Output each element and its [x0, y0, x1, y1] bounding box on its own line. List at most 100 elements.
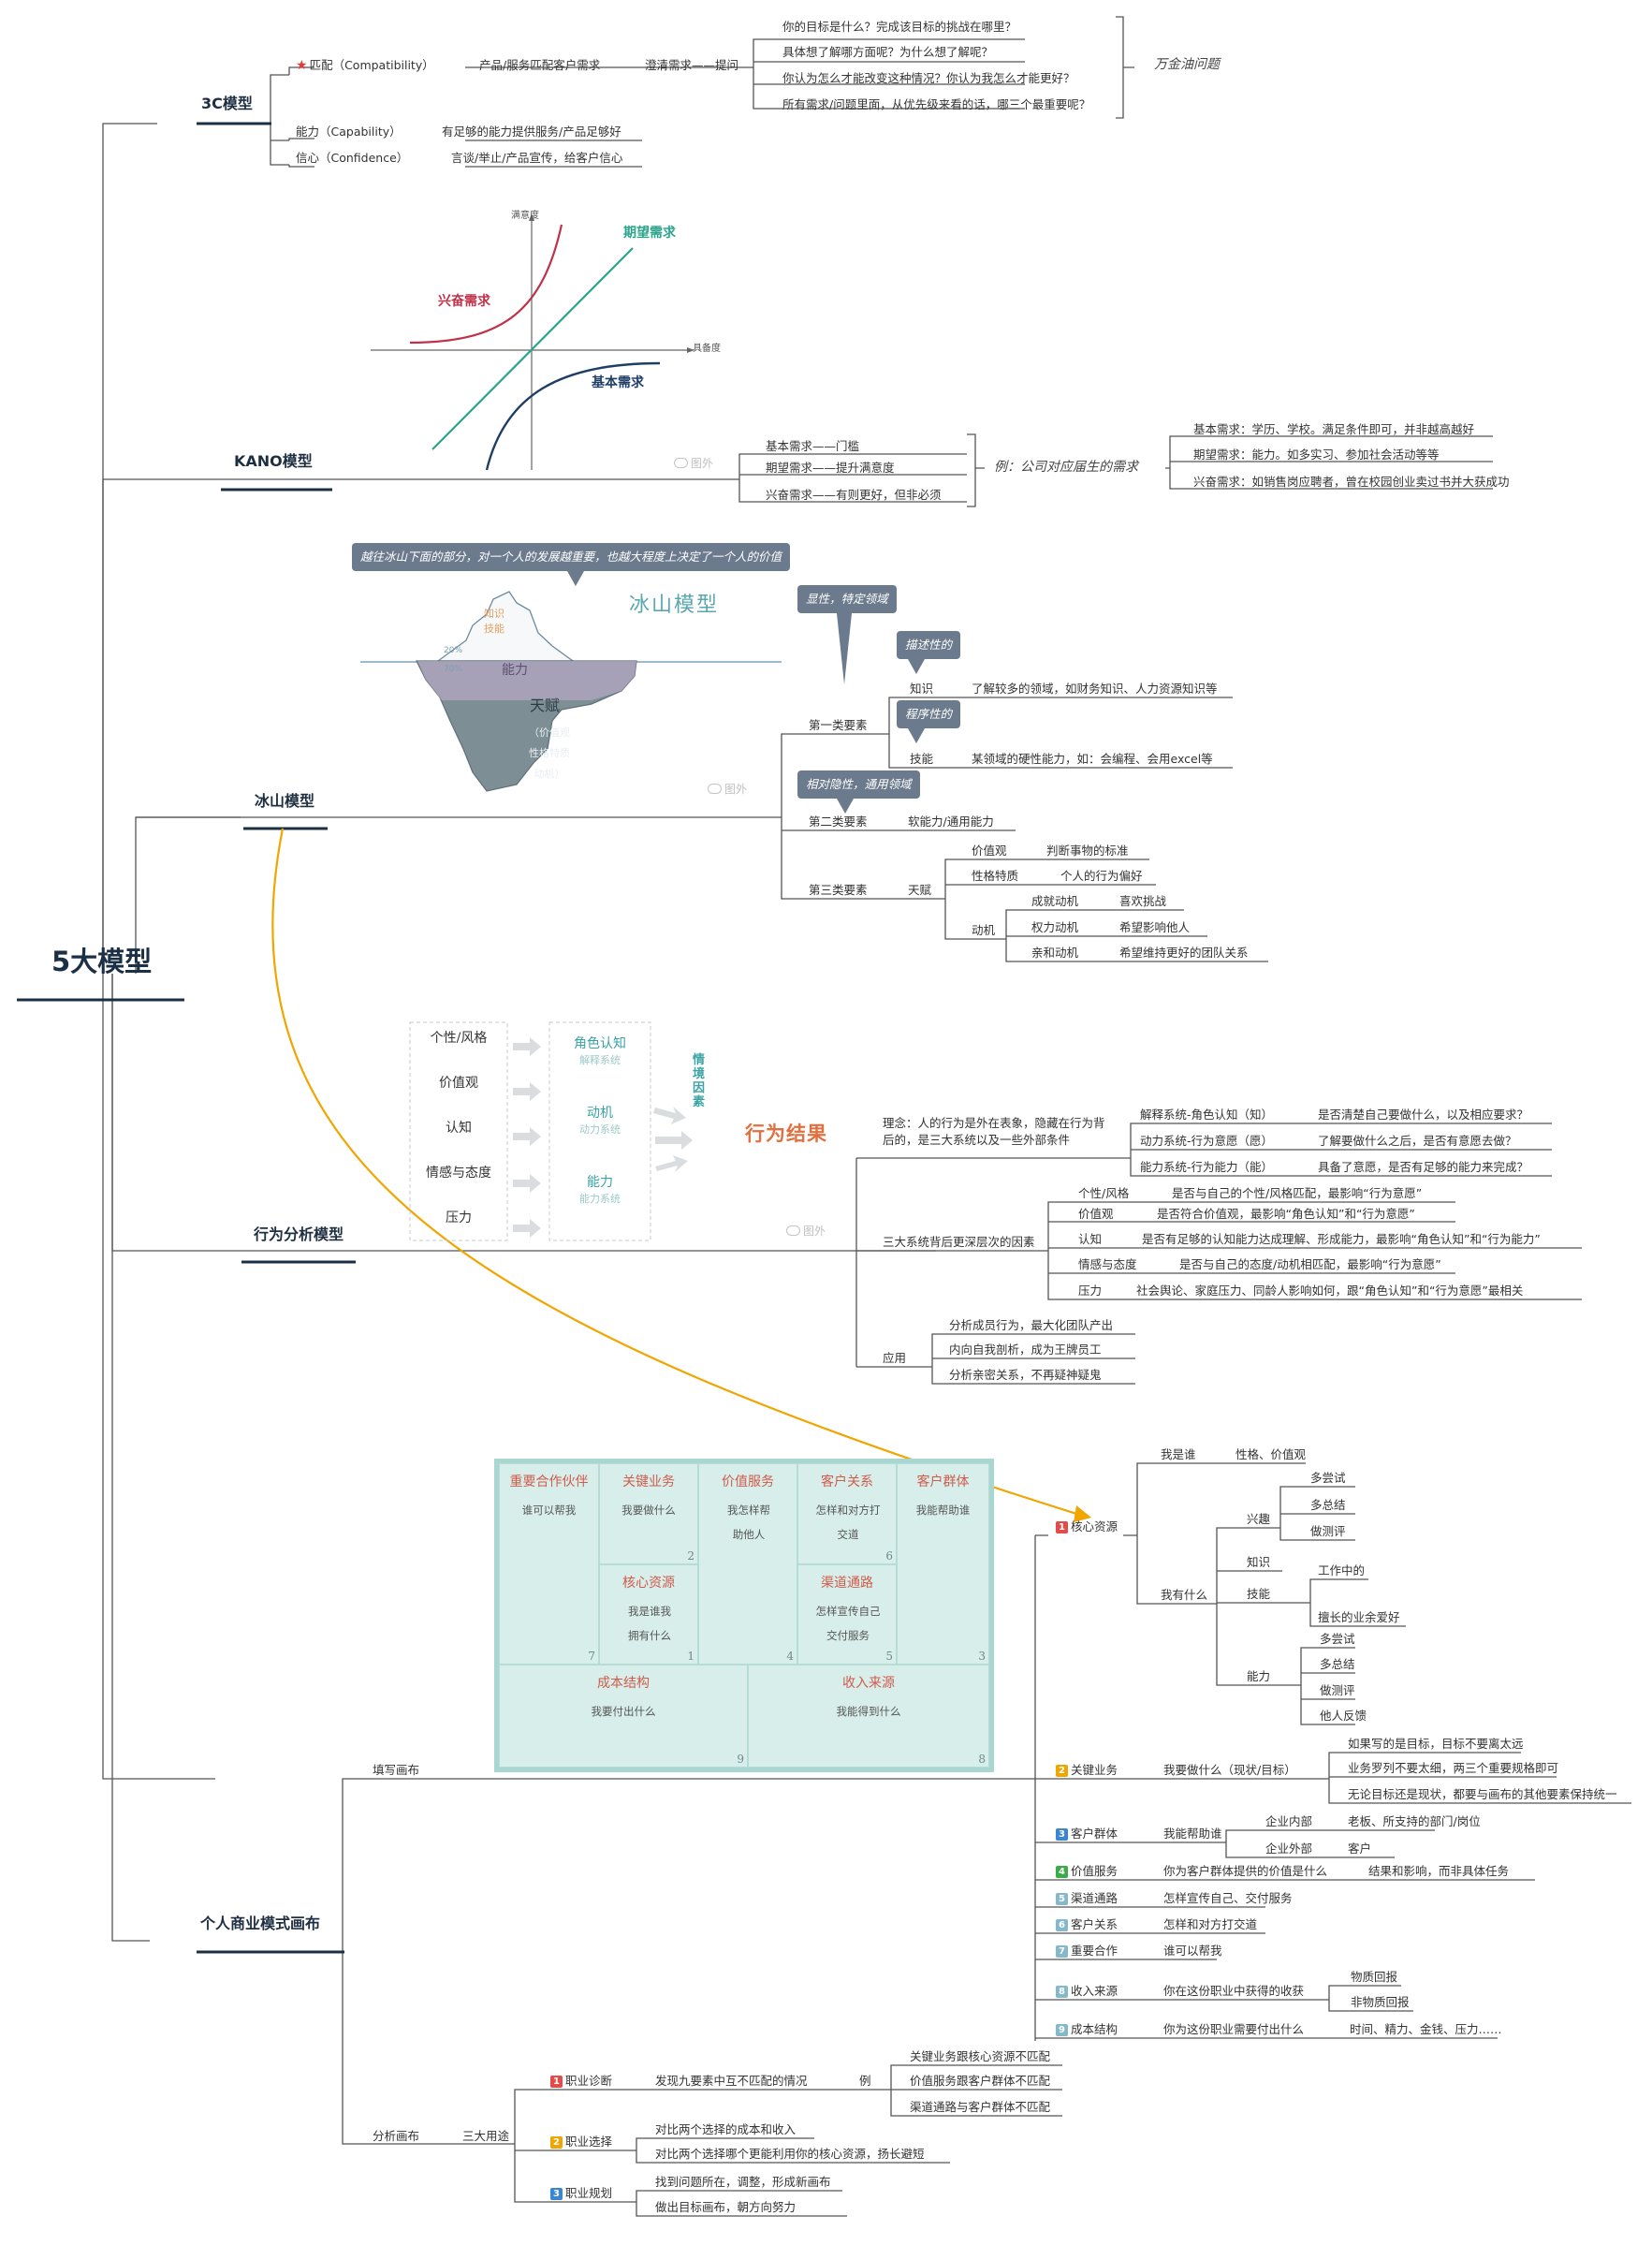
node-analyze-canvas[interactable]: 分析画布 — [373, 2129, 420, 2143]
node-system-2[interactable]: 动力系统-行为意愿（愿） — [1140, 1134, 1274, 1148]
node-values[interactable]: 价值观 — [972, 844, 1007, 858]
node-knowledge[interactable]: 知识 — [910, 682, 934, 696]
node-kano-model[interactable]: KANO模型 — [234, 452, 313, 470]
node-deep-1-desc[interactable]: 是否与自己的个性/风格匹配，最影响“行为意愿” — [1172, 1186, 1423, 1200]
node-r1-ability-2[interactable]: 多总结 — [1320, 1657, 1355, 1671]
node-compat-desc[interactable]: 产品/服务匹配客户需求 — [479, 58, 601, 72]
node-deep-2[interactable]: 价值观 — [1078, 1207, 1114, 1221]
node-r1-skill[interactable]: 技能 — [1247, 1587, 1271, 1601]
node-interest-2[interactable]: 多总结 — [1310, 1498, 1346, 1512]
node-r3-outer[interactable]: 企业外部 — [1265, 1841, 1313, 1856]
node-r4-desc2[interactable]: 结果和影响，而非具体任务 — [1368, 1864, 1510, 1878]
node-capability-desc[interactable]: 有足够的能力提供服务/产品足够好 — [442, 125, 621, 139]
node-deep-4[interactable]: 情感与态度 — [1078, 1257, 1137, 1271]
node-r2-item-3[interactable]: 无论目标还是现状，都要与画布的其他要素保持统一 — [1348, 1787, 1617, 1801]
node-r9-desc2[interactable]: 时间、精力、金钱、压力…… — [1350, 2022, 1502, 2036]
node-interest-3[interactable]: 做测评 — [1310, 1524, 1346, 1538]
node-r8-item-1[interactable]: 物质回报 — [1351, 1970, 1398, 1984]
node-trait[interactable]: 性格特质 — [972, 869, 1019, 883]
node-r3-outer-desc[interactable]: 客户 — [1348, 1841, 1372, 1856]
node-factor-1[interactable]: 第一类要素 — [809, 718, 868, 732]
node-kano-exciting[interactable]: 兴奋需求——有则更好，但非必须 — [766, 488, 942, 502]
node-u3-item-2[interactable]: 做出目标画布，朝方向努力 — [655, 2200, 797, 2214]
node-behavior-concept[interactable]: 理念：人的行为是外在表象，隐藏在行为背后的，是三大系统以及一些外部条件 — [883, 1116, 1105, 1147]
node-r1-skill-2[interactable]: 擅长的业余爱好 — [1318, 1610, 1400, 1624]
node-motive-achievement-desc[interactable]: 喜欢挑战 — [1119, 894, 1167, 908]
node-interest[interactable]: 兴趣 — [1247, 1512, 1271, 1526]
node-trait-desc[interactable]: 个人的行为偏好 — [1060, 869, 1143, 883]
node-what-i-have[interactable]: 我有什么 — [1161, 1588, 1208, 1602]
node-u1-desc[interactable]: 发现九要素中互不匹配的情况 — [655, 2074, 808, 2088]
node-factor-3[interactable]: 第三类要素 — [809, 883, 868, 897]
node-deep-3-desc[interactable]: 是否有足够的认知能力达成理解、形成能力，最影响“角色认知”和“行为能力” — [1142, 1232, 1541, 1246]
node-r3-inner[interactable]: 企业内部 — [1265, 1814, 1313, 1828]
node-deep-factors[interactable]: 三大系统背后更深层次的因素 — [883, 1235, 1035, 1249]
node-r1-ability[interactable]: 能力 — [1247, 1669, 1271, 1683]
node-kano-example[interactable]: 例：公司对应届生的需求 — [994, 460, 1138, 475]
node-business-canvas[interactable]: 个人商业模式画布 — [200, 1915, 321, 1932]
node-u1-example[interactable]: 例 — [859, 2074, 871, 2088]
node-u1-item-1[interactable]: 关键业务跟核心资源不匹配 — [910, 2049, 1051, 2063]
node-system-3-desc[interactable]: 具备了意愿，是否有足够的能力来完成？ — [1318, 1160, 1529, 1174]
node-apply[interactable]: 应用 — [883, 1351, 907, 1365]
node-fill-canvas[interactable]: 填写画布 — [373, 1763, 420, 1777]
node-deep-1[interactable]: 个性/风格 — [1078, 1186, 1130, 1200]
node-u1-item-3[interactable]: 渠道通路与客户群体不匹配 — [910, 2100, 1051, 2114]
node-deep-5[interactable]: 压力 — [1078, 1284, 1103, 1298]
node-clarify[interactable]: 澄清需求——提问 — [645, 58, 739, 72]
node-deep-2-desc[interactable]: 是否符合价值观，最影响“角色认知”和“行为意愿” — [1157, 1207, 1415, 1221]
node-deep-4-desc[interactable]: 是否与自己的态度/动机相匹配，最影响“行为意愿” — [1179, 1257, 1441, 1271]
node-r3-inner-desc[interactable]: 老板、所支持的部门/岗位 — [1348, 1814, 1481, 1828]
node-r4-desc[interactable]: 你为客户群体提供的价值是什么 — [1163, 1864, 1328, 1878]
node-compatibility[interactable]: ★匹配（Compatibility） — [296, 58, 434, 73]
node-r9-desc[interactable]: 你为这份职业需要付出什么 — [1163, 2022, 1305, 2036]
node-kano-example-3[interactable]: 兴奋需求：如销售岗应聘者，曾在校园创业卖过书并大获成功 — [1193, 475, 1510, 489]
node-r1-ability-1[interactable]: 多尝试 — [1320, 1632, 1355, 1646]
node-system-2-desc[interactable]: 了解要做什么之后，是否有意愿去做？ — [1318, 1134, 1517, 1148]
node-r3-desc[interactable]: 我能帮助谁 — [1163, 1827, 1222, 1841]
node-kano-expected[interactable]: 期望需求——提升满意度 — [766, 461, 895, 475]
node-kano-basic[interactable]: 基本需求——门槛 — [766, 439, 860, 453]
node-motive-achievement[interactable]: 成就动机 — [1031, 894, 1079, 908]
node-apply-3[interactable]: 分析亲密关系，不再疑神疑鬼 — [949, 1368, 1102, 1382]
node-question-4[interactable]: 所有需求/问题里面，从优先级来看的话，哪三个最重要呢？ — [782, 97, 1091, 111]
node-confidence[interactable]: 信心（Confidence） — [296, 151, 409, 165]
node-factor-2-desc[interactable]: 软能力/通用能力 — [908, 814, 994, 829]
node-three-uses[interactable]: 三大用途 — [462, 2129, 510, 2143]
node-motive-affinity[interactable]: 亲和动机 — [1031, 946, 1079, 960]
node-skill[interactable]: 技能 — [910, 752, 934, 766]
node-r8-item-2[interactable]: 非物质回报 — [1351, 1995, 1410, 2009]
node-r2-desc[interactable]: 我要做什么（现状/目标） — [1163, 1763, 1296, 1777]
node-skill-desc[interactable]: 某领域的硬性能力，如：会编程、会用excel等 — [972, 752, 1213, 766]
node-r1-ability-3[interactable]: 做测评 — [1320, 1683, 1355, 1697]
node-talent[interactable]: 天赋 — [908, 883, 932, 897]
node-question-2[interactable]: 具体想了解哪方面呢？为什么想了解呢？ — [782, 45, 994, 59]
node-r1-knowledge[interactable]: 知识 — [1247, 1555, 1271, 1569]
node-motive-power-desc[interactable]: 希望影响他人 — [1119, 920, 1191, 934]
node-confidence-desc[interactable]: 言谈/举止/产品宣传，给客户信心 — [451, 151, 623, 165]
node-kano-example-2[interactable]: 期望需求：能力。如多实习、参加社会活动等等 — [1193, 448, 1440, 462]
node-kano-example-1[interactable]: 基本需求：学历、学校。满足条件即可，并非越高越好 — [1193, 422, 1475, 436]
node-capability[interactable]: 能力（Capability） — [296, 125, 402, 139]
node-r2-item-2[interactable]: 业务罗列不要太细，两三个重要规格即可 — [1348, 1761, 1559, 1775]
node-knowledge-desc[interactable]: 了解较多的领域，如财务知识、人力资源知识等 — [972, 682, 1218, 696]
node-r6-desc[interactable]: 怎样和对方打交道 — [1163, 1917, 1258, 1931]
node-r5-desc[interactable]: 怎样宣传自己、交付服务 — [1163, 1891, 1293, 1905]
node-r7-desc[interactable]: 谁可以帮我 — [1163, 1944, 1222, 1958]
node-r2-item-1[interactable]: 如果写的是目标，目标不要离太远 — [1348, 1737, 1524, 1751]
node-3c-model[interactable]: 3C模型 — [201, 95, 253, 112]
node-system-1[interactable]: 解释系统-角色认知（知） — [1140, 1108, 1274, 1122]
node-u2-item-1[interactable]: 对比两个选择的成本和收入 — [655, 2122, 797, 2136]
node-iceberg-model[interactable]: 冰山模型 — [255, 792, 315, 810]
node-question-1[interactable]: 你的目标是什么？完成该目标的挑战在哪里？ — [782, 20, 1017, 34]
node-motive-power[interactable]: 权力动机 — [1031, 920, 1079, 934]
node-deep-5-desc[interactable]: 社会舆论、家庭压力、同龄人影响如何，跟“角色认知”和“行为意愿”最相关 — [1136, 1284, 1524, 1298]
